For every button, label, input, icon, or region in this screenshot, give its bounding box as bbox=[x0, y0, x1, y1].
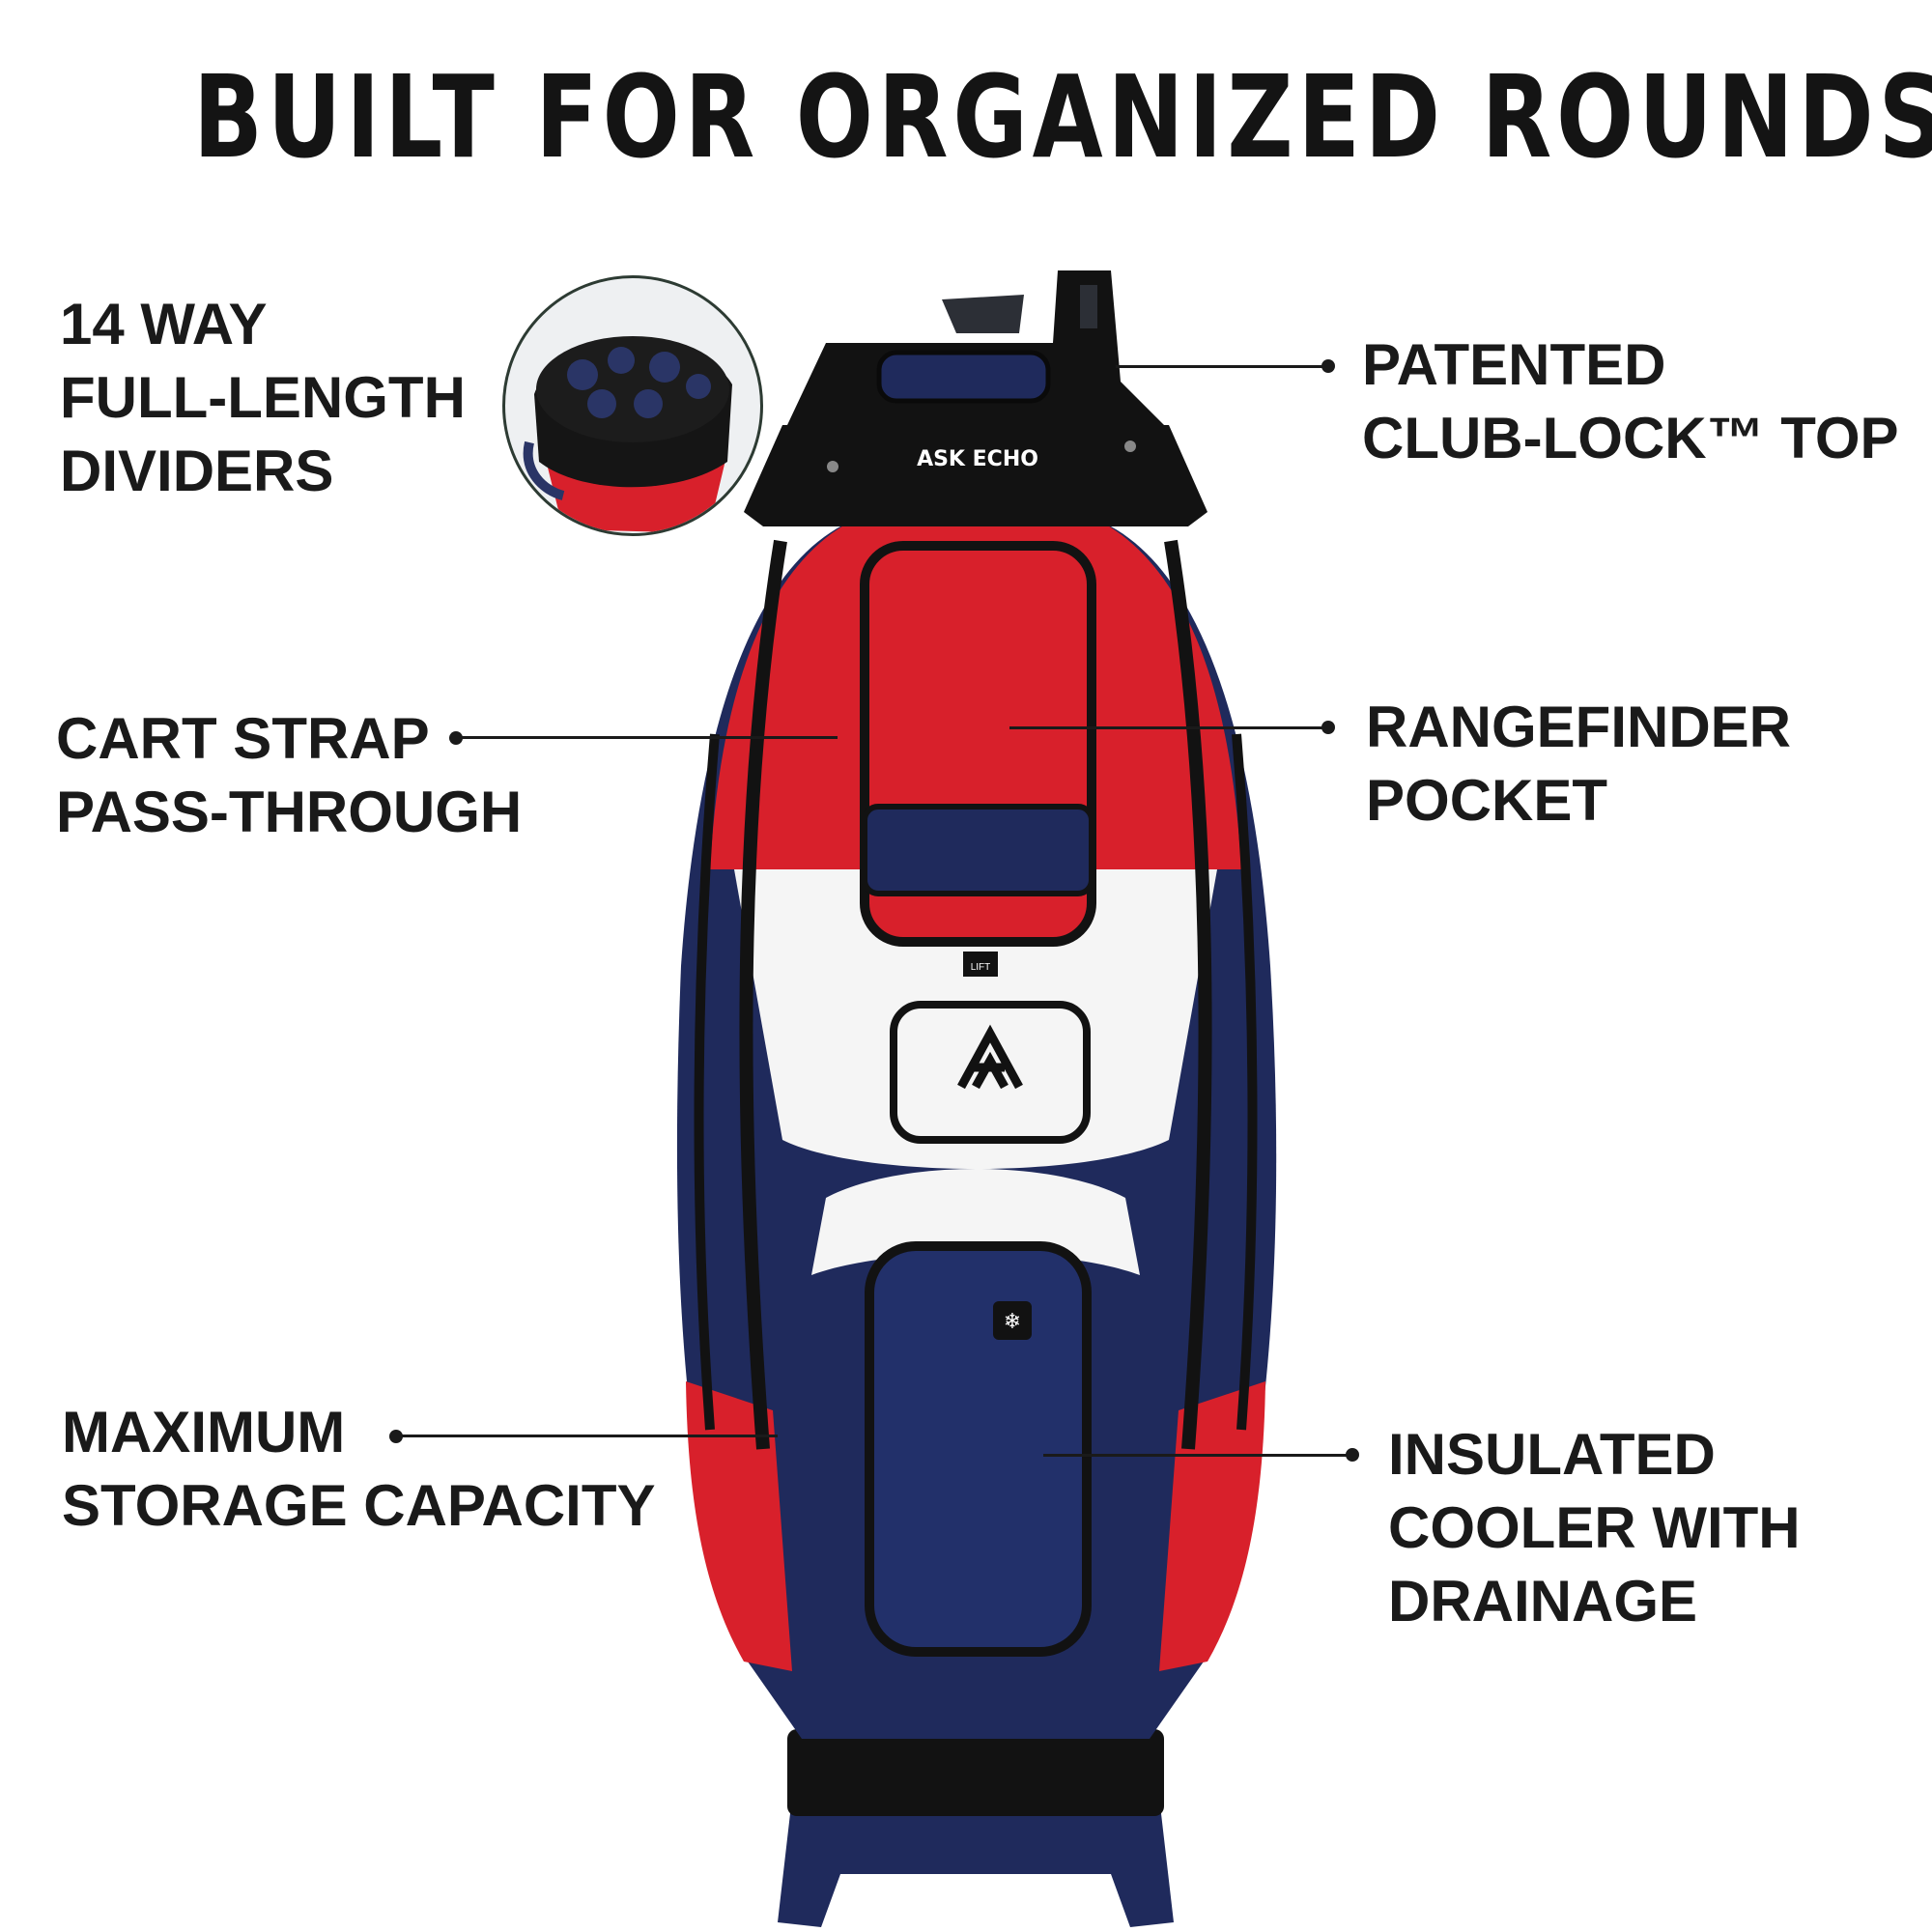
logo-icon bbox=[957, 1024, 1023, 1090]
rangefinder-dot bbox=[1321, 721, 1335, 734]
club-lock-label: PATENTED CLUB-LOCK™ TOP bbox=[1362, 332, 1899, 470]
cooler-pocket bbox=[865, 1241, 1092, 1657]
dividers-label: 14 WAY FULL-LENGTH DIVIDERS bbox=[60, 292, 466, 503]
bag-bottom-black bbox=[787, 1729, 1164, 1816]
storage-leader bbox=[396, 1435, 778, 1437]
bag-red-lower-left bbox=[686, 1381, 792, 1671]
rangefinder-leader bbox=[1009, 726, 1328, 729]
page-headline: BUILT FOR ORGANIZED ROUNDS. bbox=[193, 50, 1932, 184]
bag-brand-text: ASK ECHO bbox=[917, 447, 1038, 471]
cooler-leader bbox=[1043, 1454, 1352, 1457]
bag-base bbox=[778, 1797, 1174, 1927]
club-lock-leader bbox=[1116, 365, 1328, 368]
storage-label: MAXIMUM STORAGE CAPACITY bbox=[62, 1400, 656, 1538]
cooler-dot bbox=[1346, 1448, 1359, 1462]
cart-strap-label: CART STRAP PASS-THROUGH bbox=[56, 706, 523, 844]
logo-pocket bbox=[890, 1001, 1091, 1144]
club-lock-dot bbox=[1321, 359, 1335, 373]
cart-strap-leader bbox=[456, 736, 838, 739]
bag-collar bbox=[744, 425, 1208, 526]
svg-text:❄: ❄ bbox=[1004, 1310, 1021, 1334]
divider-inset-image bbox=[502, 275, 763, 536]
rangefinder-label: RANGEFINDER POCKET bbox=[1366, 695, 1792, 833]
cooler-label: INSULATED COOLER WITH DRAINAGE bbox=[1388, 1422, 1801, 1634]
lift-tag-text: LIFT bbox=[971, 962, 991, 973]
